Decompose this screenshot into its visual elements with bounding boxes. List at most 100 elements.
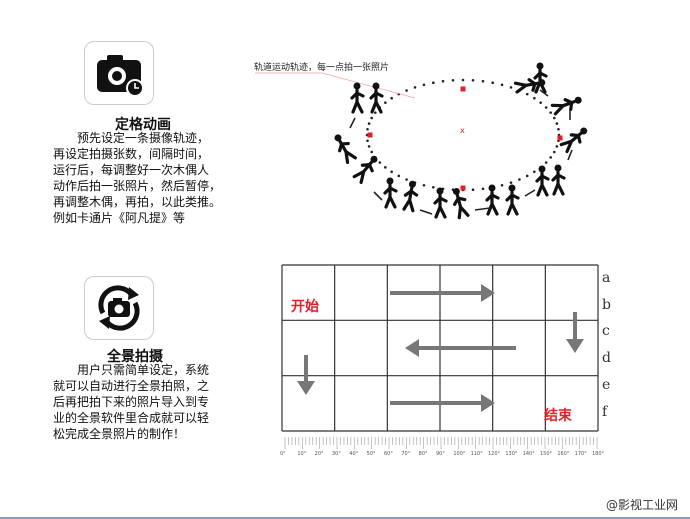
ruler-label: 20°	[314, 451, 324, 457]
ruler-label: 90°	[436, 451, 445, 457]
camera-point	[460, 86, 466, 92]
track-dot	[481, 187, 485, 191]
puppet-figure	[533, 62, 548, 94]
figure-head	[574, 96, 582, 104]
ruler-label: 80°	[418, 451, 428, 457]
puppet-figure	[334, 134, 357, 164]
track-dot	[366, 127, 369, 131]
track-dot	[390, 170, 393, 174]
puppet-figure	[352, 155, 378, 185]
figure-head	[353, 82, 361, 90]
track-dot	[509, 181, 513, 184]
desc-line: 例如卡通片《阿凡提》等	[53, 211, 186, 225]
ruler-label: 170°	[574, 451, 587, 457]
watermark: @影视工业网	[605, 498, 678, 512]
track-dot	[384, 166, 387, 169]
track-dot	[553, 150, 556, 154]
puppet-figure	[551, 164, 566, 196]
puppet-figure	[383, 177, 398, 209]
desc-line: 运行后，每调整好一次木偶人	[53, 163, 210, 177]
track-dot	[525, 174, 529, 178]
figure-body	[352, 160, 374, 185]
figure-head	[554, 164, 562, 172]
figure-body	[433, 193, 448, 219]
row-label: b	[602, 296, 611, 313]
desc-line: 再调整木偶，再拍，以此类推。	[53, 195, 222, 209]
motion-dash	[539, 89, 549, 97]
puppet-figure	[535, 165, 550, 197]
ruler-label: 110°	[470, 451, 483, 457]
section2-title: 全景拍摄	[107, 349, 163, 365]
bottom-divider	[0, 517, 690, 519]
puppet-figure	[433, 187, 448, 219]
track-dot	[432, 81, 435, 84]
direction-arrow-head	[566, 339, 584, 353]
track-dot	[441, 79, 445, 83]
figure-head	[408, 180, 416, 188]
ruler-label: 140°	[522, 451, 535, 457]
figure-body	[383, 183, 398, 209]
track-dot	[500, 183, 504, 187]
direction-arrow-head	[481, 394, 495, 412]
track-dot	[555, 145, 559, 148]
ruler-label: 40°	[349, 451, 359, 457]
track-dot	[413, 86, 417, 89]
camera-point	[367, 132, 373, 138]
puppet-figure	[485, 184, 500, 216]
puppet-figure	[402, 180, 419, 213]
annotation-leader-line	[321, 72, 416, 99]
track-dot	[373, 111, 377, 114]
puppet-figure	[559, 127, 588, 154]
track-dot	[549, 111, 553, 114]
track-dot	[390, 96, 393, 100]
row-label: f	[602, 403, 608, 420]
camera-point	[460, 185, 466, 191]
desc-line: 后再把拍下来的照片导入到专	[53, 395, 210, 409]
start-label: 开始	[291, 299, 319, 315]
track-dot	[481, 79, 485, 83]
figure-body	[453, 193, 470, 220]
track-dot	[451, 79, 455, 82]
track-dot	[367, 145, 371, 148]
row-label: a	[602, 270, 611, 286]
motion-dash	[524, 189, 536, 197]
figure-head	[334, 134, 342, 142]
figure-head	[538, 165, 546, 173]
section1-title: 定格动画	[115, 117, 171, 133]
figure-body	[350, 88, 365, 114]
track-dot	[539, 101, 542, 104]
ruler-label: 160°	[557, 451, 570, 457]
center-mark: x	[460, 126, 465, 135]
track-dot	[471, 188, 475, 191]
direction-arrow-head	[297, 381, 315, 395]
figure-head	[508, 184, 516, 192]
row-label: c	[602, 323, 610, 340]
desc-line: 预先设定一条摄像轨迹，	[53, 131, 210, 145]
orbit-diagram	[255, 62, 588, 220]
track-dot	[544, 106, 548, 109]
track-dot	[533, 170, 536, 174]
ruler-label: 60°	[384, 451, 393, 457]
track-dot	[518, 178, 521, 181]
track-dot	[370, 150, 373, 154]
track-dot	[366, 139, 369, 143]
track-dot	[509, 86, 513, 89]
panorama-icon-box	[84, 276, 154, 340]
puppet-figure	[505, 184, 520, 216]
track-dot	[553, 116, 556, 120]
figure-body	[513, 78, 540, 94]
track-dot	[549, 156, 553, 159]
motion-dash	[373, 191, 383, 201]
ruler-label: 70°	[401, 451, 411, 457]
figure-body	[535, 171, 550, 197]
figure-head	[386, 177, 394, 185]
stop-motion-icon-box	[84, 41, 154, 105]
figure-body	[338, 139, 357, 164]
motion-dash	[419, 209, 433, 215]
section1-description: 预先设定一条摄像轨迹， 再设定拍摄张数，间隔时间， 运行后，每调整好一次木偶人 …	[53, 130, 233, 226]
track-dot	[378, 161, 382, 164]
section2-description: 用户只需简单设定，系统 就可以自动进行全景拍照，之 后再把拍下来的照片导入到专 …	[53, 362, 223, 442]
figure-head	[372, 82, 380, 90]
desc-line: 就可以自动进行全景拍照，之	[53, 379, 210, 393]
direction-arrow-head	[405, 339, 419, 357]
